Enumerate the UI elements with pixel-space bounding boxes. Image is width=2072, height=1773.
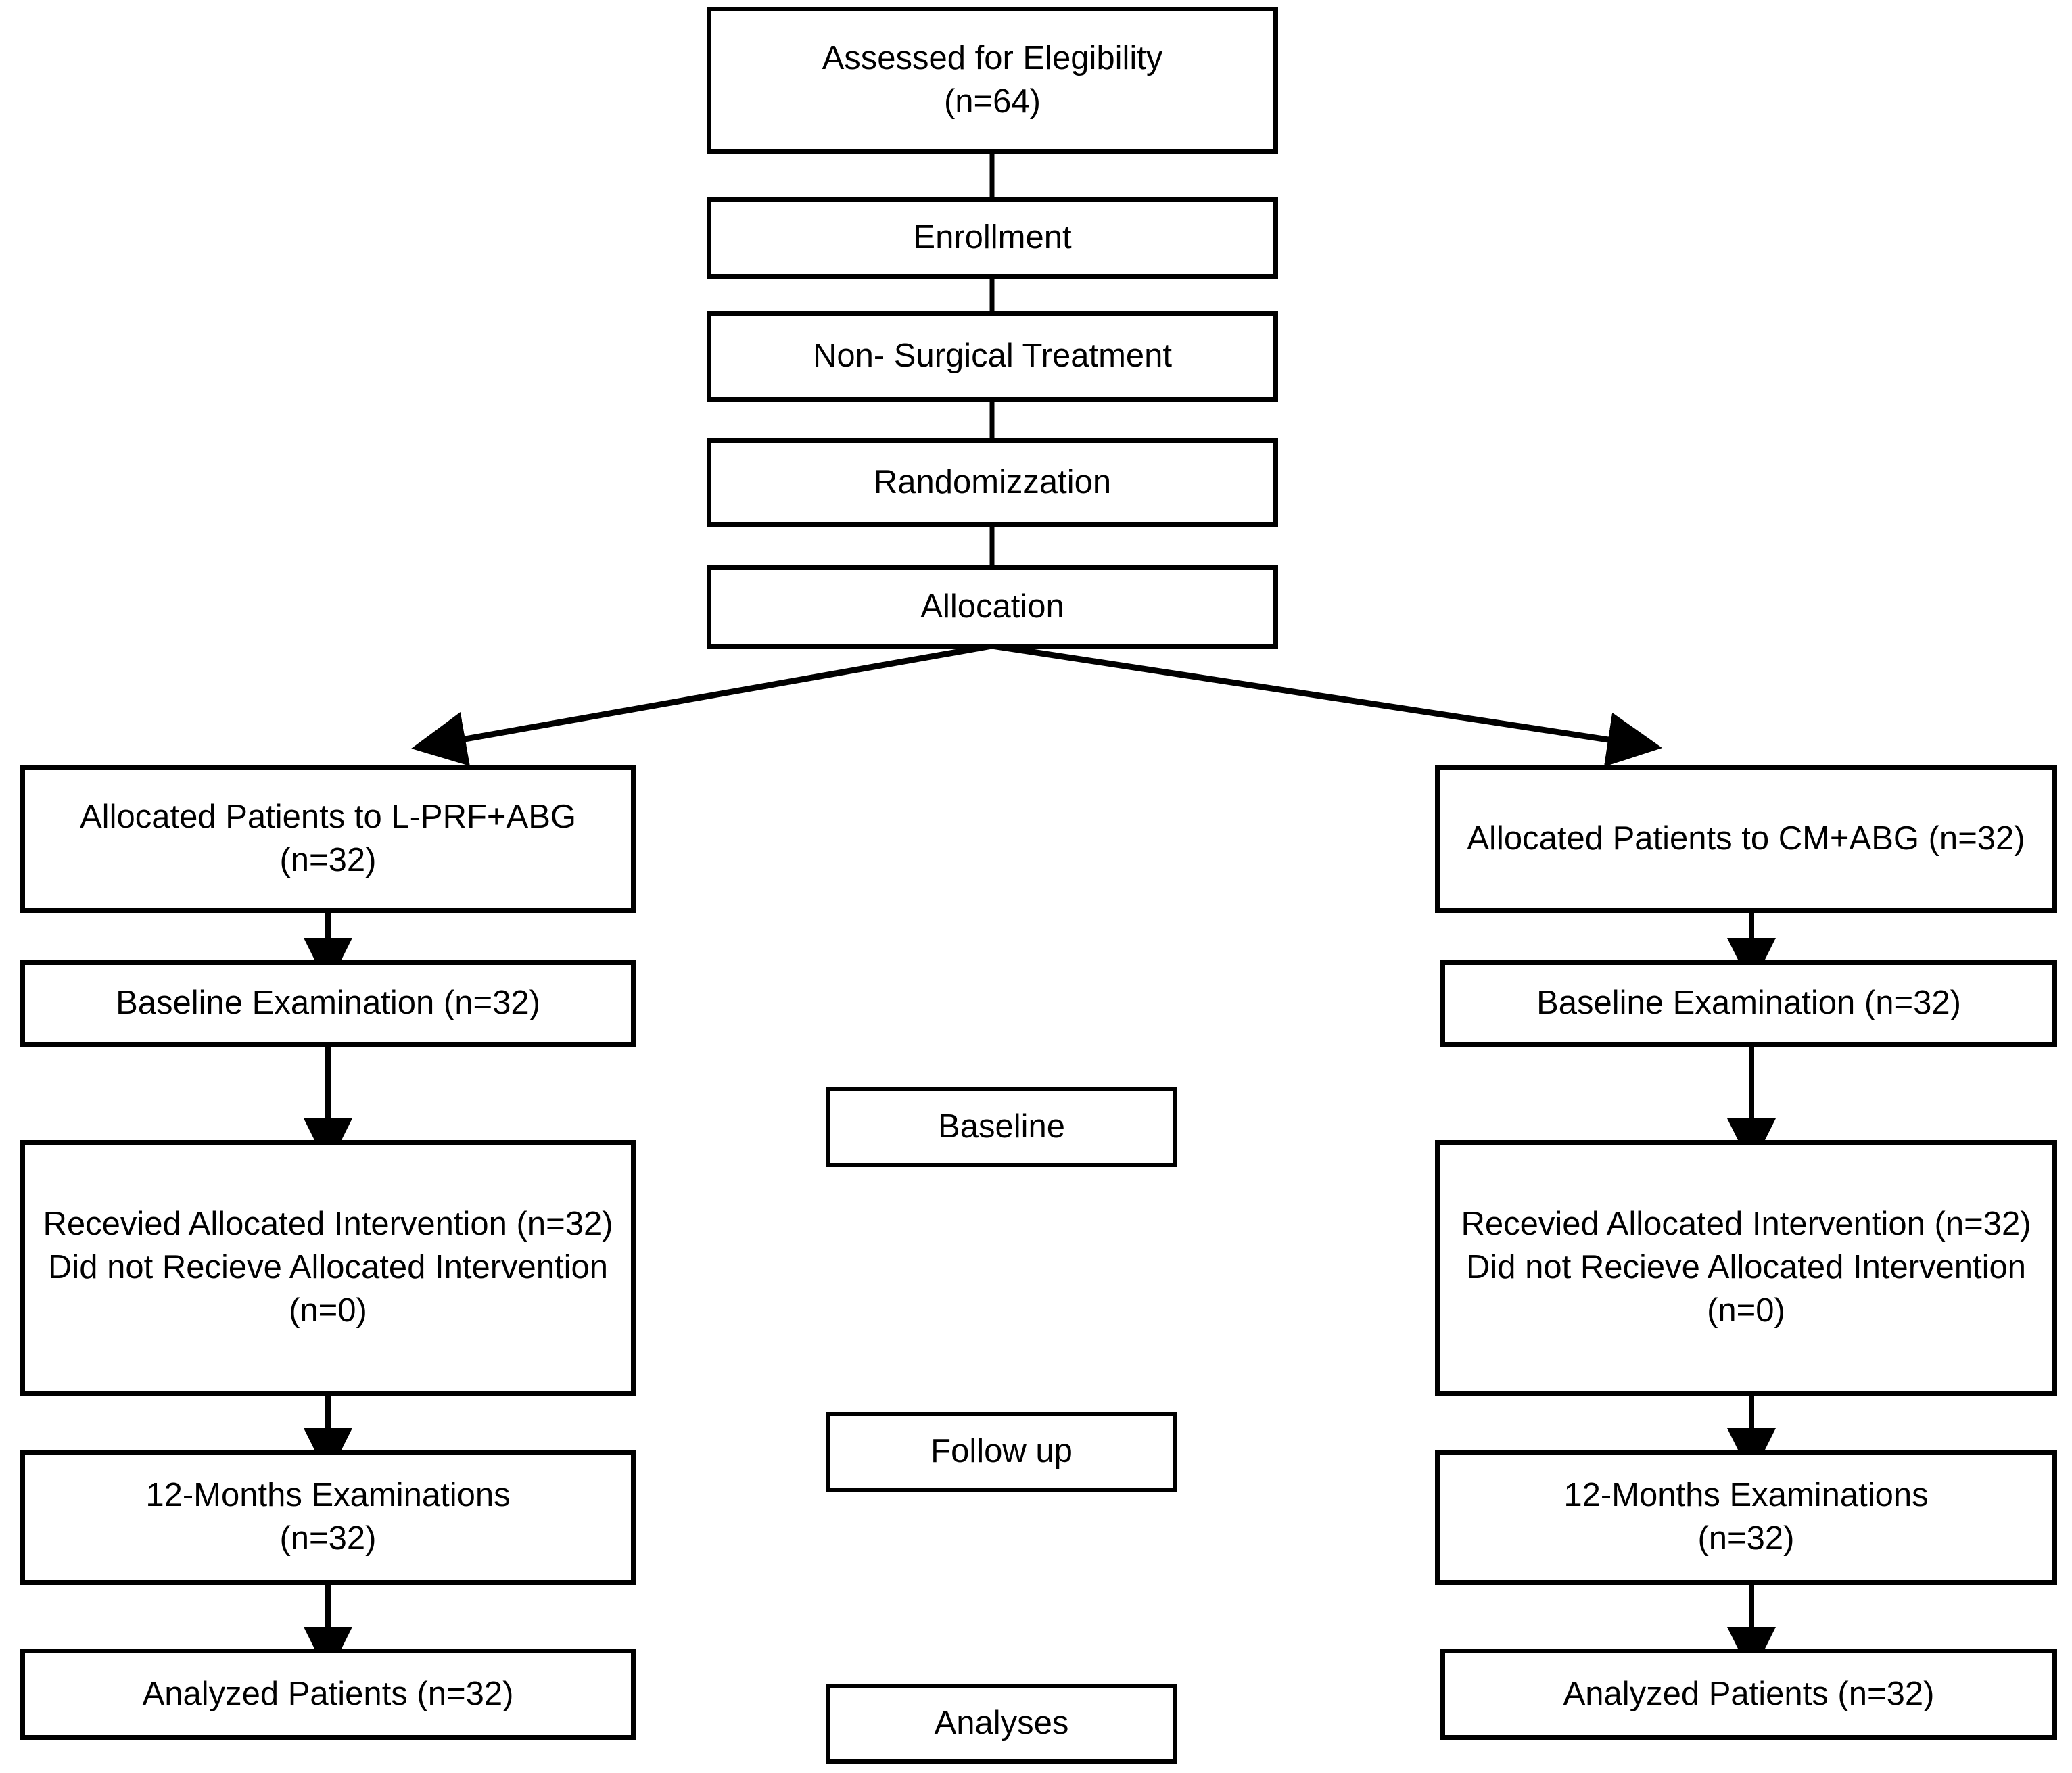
box-randomization: Randomizzation: [707, 438, 1278, 527]
box-left-analyzed-patients: Analyzed Patients (n=32): [20, 1649, 636, 1740]
box-left-allocated-patients: Allocated Patients to L-PRF+ABG (n=32): [20, 765, 636, 913]
box-left-12-months-examinations: 12-Months Examinations (n=32): [20, 1450, 636, 1585]
box-right-baseline-examination: Baseline Examination (n=32): [1440, 960, 2057, 1047]
branch-arrow-left: [411, 642, 993, 766]
label-box-baseline: Baseline: [826, 1087, 1177, 1167]
box-enrollment: Enrollment: [707, 197, 1278, 279]
label-box-follow-up: Follow up: [826, 1412, 1177, 1492]
box-left-baseline-examination: Baseline Examination (n=32): [20, 960, 636, 1047]
box-right-12-months-examinations: 12-Months Examinations (n=32): [1435, 1450, 2057, 1585]
label-box-analyses: Analyses: [826, 1684, 1177, 1764]
box-non-surgical-treatment: Non- Surgical Treatment: [707, 311, 1278, 402]
box-right-allocated-patients: Allocated Patients to CM+ABG (n=32): [1435, 765, 2057, 913]
box-right-received-intervention: Recevied Allocated Intervention (n=32) D…: [1435, 1140, 2057, 1396]
box-allocation: Allocation: [707, 565, 1278, 649]
branch-arrow-right: [991, 642, 1663, 767]
box-right-analyzed-patients: Analyzed Patients (n=32): [1440, 1649, 2057, 1740]
box-left-received-intervention: Recevied Allocated Intervention (n=32) D…: [20, 1140, 636, 1396]
box-assessed-for-eligibility: Assessed for Elegibility (n=64): [707, 7, 1278, 154]
